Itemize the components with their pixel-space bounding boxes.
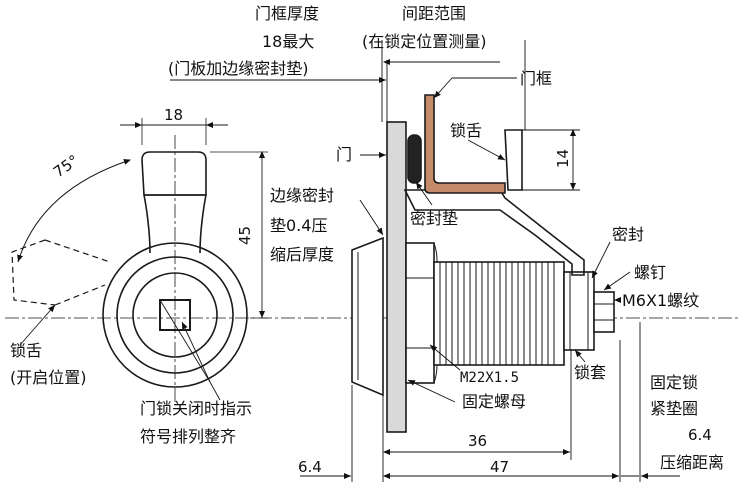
dim-height-45: 45 xyxy=(236,226,254,245)
label-tongue-open-2: (开启位置) xyxy=(10,368,87,387)
label-frame-thickness-max: 18最大 xyxy=(262,32,314,51)
lock-sleeve xyxy=(563,271,595,351)
dim-right-6-4: 6.4 xyxy=(688,426,712,444)
fixing-nut-body xyxy=(405,242,435,384)
label-fixing-washer-2: 紧垫圈 xyxy=(650,399,698,418)
label-fixing-nut: 固定螺母 xyxy=(462,392,526,411)
screw-head xyxy=(593,291,615,333)
label-indicator-2: 符号排列整齐 xyxy=(140,427,236,446)
label-gasket: 密封垫 xyxy=(410,209,458,228)
label-frame-thickness-note: (门板加边缘密封垫) xyxy=(168,59,309,78)
text-labels: 门框厚度 18最大 (门板加边缘密封垫) 间距范围 (在锁定位置测量) 门框 锁… xyxy=(10,4,724,476)
label-edge-seal-1: 边缘密封 xyxy=(270,186,334,205)
dim-length-36: 36 xyxy=(468,432,487,450)
front-bezel xyxy=(351,236,384,397)
label-spacing-note: (在锁定位置测量) xyxy=(362,32,487,51)
dim-angle: 75° xyxy=(50,151,82,181)
side-view xyxy=(351,94,615,433)
side-dimensions xyxy=(170,40,680,482)
door-panel xyxy=(386,121,407,433)
label-thread-m6: M6X1螺纹 xyxy=(622,291,699,310)
label-indicator-1: 门锁关闭时指示 xyxy=(140,399,252,418)
dim-tongue-14: 14 xyxy=(554,149,572,168)
dim-width-18: 18 xyxy=(164,106,183,124)
dim-left-6-4: 6.4 xyxy=(298,458,322,476)
threaded-body xyxy=(433,261,565,366)
label-door-frame: 门框 xyxy=(520,69,552,88)
label-seal: 密封 xyxy=(612,225,644,244)
handle-head xyxy=(141,151,207,196)
label-edge-seal-3: 缩后厚度 xyxy=(270,245,334,264)
label-tongue-open-1: 锁舌 xyxy=(10,341,42,360)
open-position-outline xyxy=(11,239,56,306)
cam-tongue xyxy=(403,189,585,276)
label-compress: 压缩距离 xyxy=(660,453,724,472)
label-lock-sleeve: 锁套 xyxy=(574,363,606,382)
label-door: 门 xyxy=(336,145,352,164)
label-screw: 螺钉 xyxy=(634,263,666,282)
front-view xyxy=(5,118,740,405)
door-frame-plate xyxy=(424,94,506,194)
label-tongue: 锁舌 xyxy=(450,121,482,140)
label-frame-thickness-title: 门框厚度 xyxy=(255,4,319,23)
label-thread-m22: M22X1.5 xyxy=(460,370,519,386)
thread-lines xyxy=(439,262,555,365)
label-fixing-washer-1: 固定锁 xyxy=(650,373,698,392)
gasket xyxy=(407,134,422,184)
front-outer-ring xyxy=(102,242,248,388)
dim-length-47: 47 xyxy=(490,458,509,476)
label-edge-seal-2: 垫0.4压 xyxy=(270,216,327,235)
tongue-tip xyxy=(504,129,523,191)
label-spacing-title: 间距范围 xyxy=(402,4,466,23)
